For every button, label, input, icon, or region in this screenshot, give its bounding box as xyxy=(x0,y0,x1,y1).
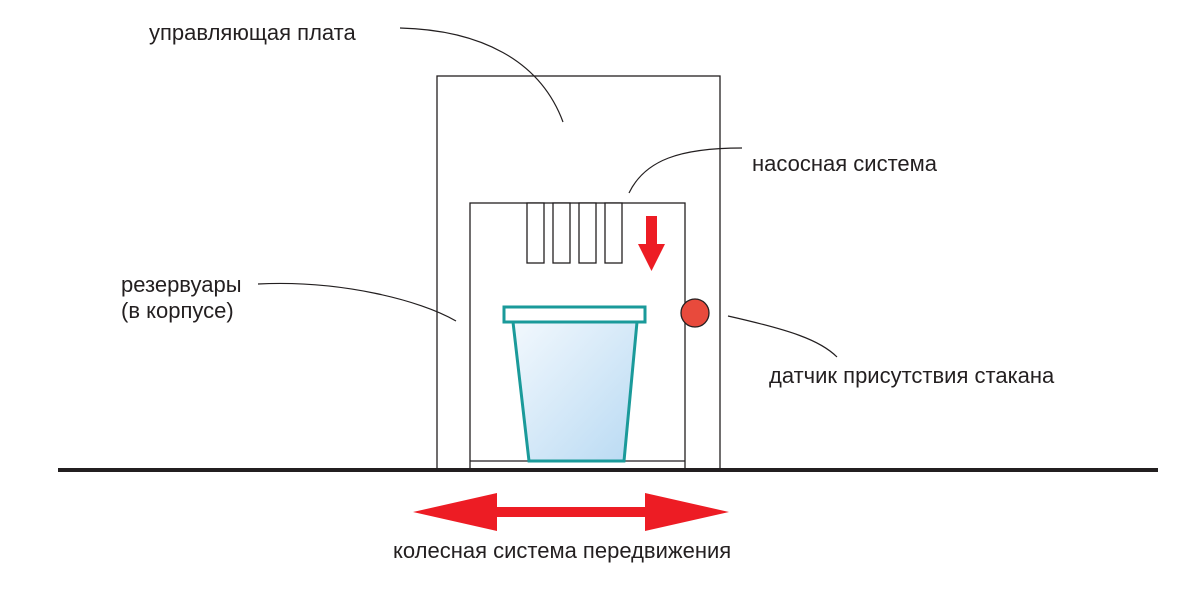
pump-tube xyxy=(604,202,623,264)
pour-down-arrow-icon xyxy=(638,216,665,271)
label-cup-sensor: датчик присутствия стакана xyxy=(769,363,1055,388)
label-reservoirs-note: (в корпусе) xyxy=(121,298,234,323)
cup-body xyxy=(511,320,639,463)
label-reservoirs: резервуары xyxy=(121,272,242,297)
pump-tubes xyxy=(526,202,623,264)
pump-tube xyxy=(578,202,597,264)
pump-tube xyxy=(526,202,545,264)
label-wheel-system: колесная система передвижения xyxy=(393,538,732,563)
leader-cup-sensor xyxy=(727,315,838,358)
movement-double-arrow-icon xyxy=(413,493,729,531)
label-pump-system: насосная система xyxy=(752,151,937,176)
leader-control-board xyxy=(399,27,564,123)
pump-tube xyxy=(552,202,571,264)
cup-sensor-dot xyxy=(680,298,710,328)
cup xyxy=(502,305,647,463)
cup-rim xyxy=(502,305,647,324)
label-control-board: управляющая плата xyxy=(149,20,356,45)
cup-compartment xyxy=(469,202,686,471)
leader-pump-system xyxy=(628,147,743,194)
leader-reservoirs xyxy=(257,282,457,322)
